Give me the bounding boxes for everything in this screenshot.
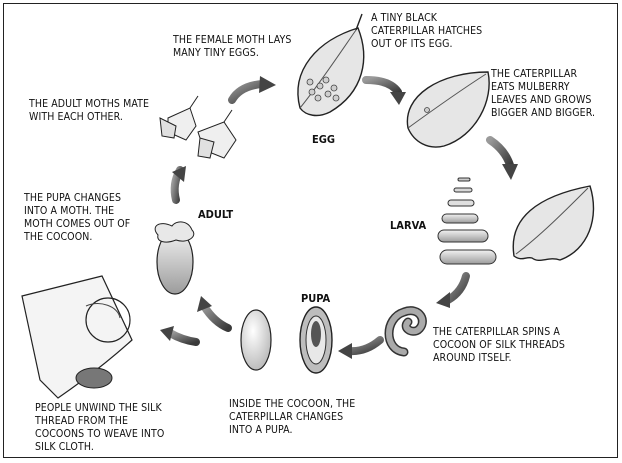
side-arrow-to-silk-cloth [160,326,196,342]
caption-caterpillar-spins: THE CATERPILLAR SPINS A COCOON OF SILK T… [433,326,565,365]
moth-emerging-cocoon [155,222,194,294]
stage-label-larva: LARVA [390,219,426,232]
leaf-with-hatchling [407,72,489,147]
silk-cloth-and-thread [22,276,132,398]
cycle-arrow-larva-to-spin [436,276,466,308]
cycle-arrow-cocoon-to-adult [172,166,186,200]
cycle-arrow-hatch-to-larva [490,140,518,180]
caption-adult-moths-mate: THE ADULT MOTHS MATE WITH EACH OTHER. [29,98,149,124]
pupa-inside-cocoon [300,307,332,373]
leaf-with-eggs [298,14,364,115]
cycle-arrow-spin-to-pupa [338,340,380,359]
caption-female-lays-eggs: THE FEMALE MOTH LAYS MANY TINY EGGS. [173,34,291,60]
cycle-arrow-adult-to-egg [232,76,276,100]
stage-label-adult: ADULT [198,208,233,221]
whole-cocoon [241,310,271,370]
caterpillar-growth-stages [438,178,496,264]
caption-inside-cocoon: INSIDE THE COCOON, THE CATERPILLAR CHANG… [229,398,355,437]
caption-caterpillar-hatches: A TINY BLACK CATERPILLAR HATCHES OUT OF … [371,12,482,51]
caption-pupa-changes: THE PUPA CHANGES INTO A MOTH. THE MOTH C… [24,192,130,244]
cycle-arrow-pupa-to-cocoon [197,296,228,328]
curled-caterpillar [389,311,422,352]
caption-caterpillar-eats: THE CATERPILLAR EATS MULBERRY LEAVES AND… [491,68,595,120]
stage-label-egg: EGG [312,133,335,146]
adult-moths [160,96,236,158]
eaten-leaf [513,186,593,260]
cycle-arrow-egg-to-hatch [366,80,406,105]
stage-label-pupa: PUPA [301,292,330,305]
caption-unwind-silk: PEOPLE UNWIND THE SILK THREAD FROM THE C… [35,402,164,454]
